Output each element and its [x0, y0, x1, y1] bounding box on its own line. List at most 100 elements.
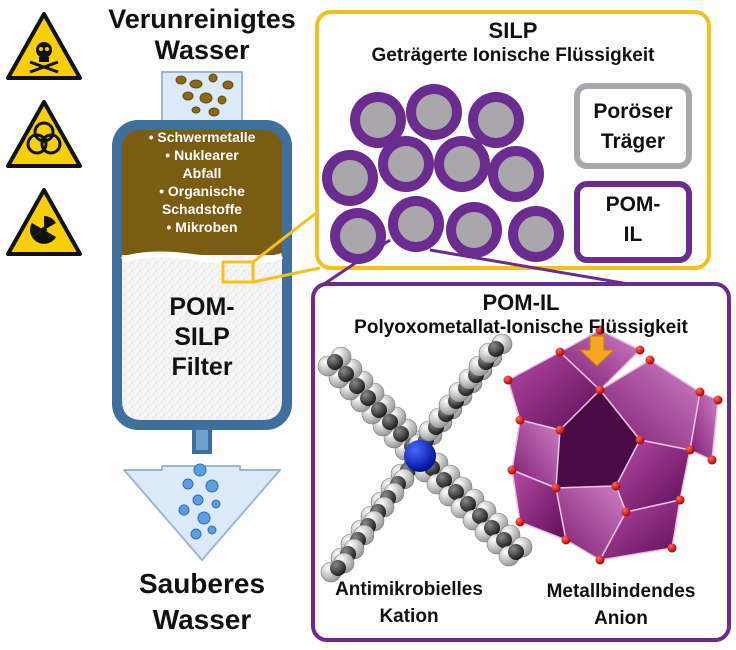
contaminant-list: • Schwermetalle • Nuklearer Abfall • Org… [122, 128, 282, 236]
contaminant-item: Schadstoffe [161, 201, 243, 217]
carbon-atom [460, 496, 476, 512]
oxygen-atom [551, 483, 561, 493]
oxygen-atom [695, 387, 705, 397]
pom-silp-layer [122, 255, 282, 420]
silp-bead [488, 146, 544, 202]
legend-pomil-line1: POM- [605, 193, 661, 216]
anion-label: Metallbindendes Anion [516, 578, 726, 632]
silp-bead [378, 136, 434, 192]
radiation-icon [6, 188, 82, 256]
silp-bead [388, 196, 444, 252]
contaminant-item: • Organische [159, 183, 245, 199]
cation-label-line1: Antimikrobielles [335, 579, 483, 600]
carbon-atom [488, 341, 504, 357]
contaminant-item: • Schwermetalle [148, 129, 256, 145]
oxygen-atom [507, 465, 517, 475]
silp-bead [434, 136, 490, 192]
zoom-region-marker [221, 260, 255, 284]
silp-subtitle: Geträgerte Ionische Flüssigkeit [371, 45, 655, 66]
contaminant-layer [122, 130, 282, 255]
contaminant-item: • Nuklearer [165, 147, 239, 163]
carbon-atom [382, 414, 398, 430]
oxygen-atom [685, 445, 695, 455]
oxygen-atom [667, 543, 677, 553]
output-label: Sauberes Wasser [92, 566, 312, 638]
carbon-atom [371, 402, 387, 418]
silp-bead [406, 84, 462, 140]
carbon-atom [448, 484, 464, 500]
oxygen-atom [595, 325, 605, 335]
oxygen-atom [561, 535, 571, 545]
pomil-title: POM-IL [482, 290, 560, 315]
nitrogen-atom [404, 440, 436, 472]
oxygen-atom [503, 375, 513, 385]
connector-pomil-left [317, 238, 391, 290]
silp-beads [322, 84, 564, 264]
silp-bead [468, 92, 524, 148]
oxygen-atom [515, 517, 525, 527]
oxygen-atom [713, 395, 723, 405]
carbon-atom [472, 508, 488, 524]
carbon-atom [484, 520, 500, 536]
cation-label: Antimikrobielles Kation [316, 576, 502, 630]
biohazard-icon [6, 100, 82, 168]
contaminant-item: Abfall [182, 165, 222, 181]
anion-polyhedra [503, 325, 723, 565]
toxic-icon [6, 12, 82, 80]
carbon-atom [349, 378, 365, 394]
filter-column [112, 71, 292, 454]
connector-silp-bottom [252, 266, 321, 284]
carbon-atom [360, 390, 376, 406]
output-label-line1: Sauberes [138, 568, 266, 599]
oxygen-atom [555, 425, 565, 435]
silp-bead [350, 92, 406, 148]
legend-pom-il [574, 181, 692, 263]
silp-bead [446, 202, 502, 258]
legend-porous-support [574, 83, 692, 169]
input-label-line2: Wasser [154, 35, 250, 65]
carbon-atom [508, 544, 524, 560]
carbon-atom [327, 354, 343, 370]
oxygen-atom [635, 345, 645, 355]
oxygen-atom [611, 481, 621, 491]
silp-title: SILP [488, 18, 538, 43]
anion-label-line2: Anion [594, 608, 648, 629]
input-label: Verunreinigtes Wasser [92, 4, 312, 66]
carbon-atom [496, 532, 512, 548]
filter-label-line2: SILP [174, 323, 230, 351]
pomil-subtitle: Polyoxometallat-Ionische Flüssigkeit [354, 317, 688, 338]
connector-silp-top [252, 208, 321, 264]
silp-bead [508, 206, 564, 262]
carbon-atom [393, 426, 409, 442]
output-label-line2: Wasser [152, 604, 252, 635]
oxygen-atom [595, 555, 605, 565]
legend-pomil-label: POM- IL [577, 190, 689, 250]
legend-support-line1: Poröser [593, 100, 673, 123]
carbon-atom [436, 472, 452, 488]
silp-bead [322, 150, 378, 206]
anion-indicator-arrow [578, 335, 616, 367]
carbon-atom [330, 560, 346, 576]
carbon-atom [338, 366, 354, 382]
cation-molecule [317, 333, 533, 583]
oxygen-atom [707, 455, 717, 465]
oxygen-atom [595, 385, 605, 395]
oxygen-atom [621, 507, 631, 517]
legend-support-label: Poröser Träger [577, 97, 689, 157]
legend-support-line2: Träger [600, 130, 666, 153]
oxygen-atom [645, 355, 655, 365]
oxygen-atom [515, 415, 525, 425]
dirt-particles [175, 73, 234, 117]
filter-label: POM- SILP Filter [122, 292, 282, 382]
oxygen-atom [635, 435, 645, 445]
filter-label-line1: POM- [169, 293, 235, 321]
oxygen-atom [555, 347, 565, 357]
contaminant-item: • Mikroben [166, 219, 238, 235]
cation-label-line2: Kation [379, 606, 439, 627]
silp-bead [330, 208, 386, 264]
clean-water-drops [178, 463, 221, 540]
filter-label-line3: Filter [171, 353, 233, 381]
input-label-line1: Verunreinigtes [108, 4, 296, 34]
legend-pomil-line2: IL [623, 223, 643, 246]
